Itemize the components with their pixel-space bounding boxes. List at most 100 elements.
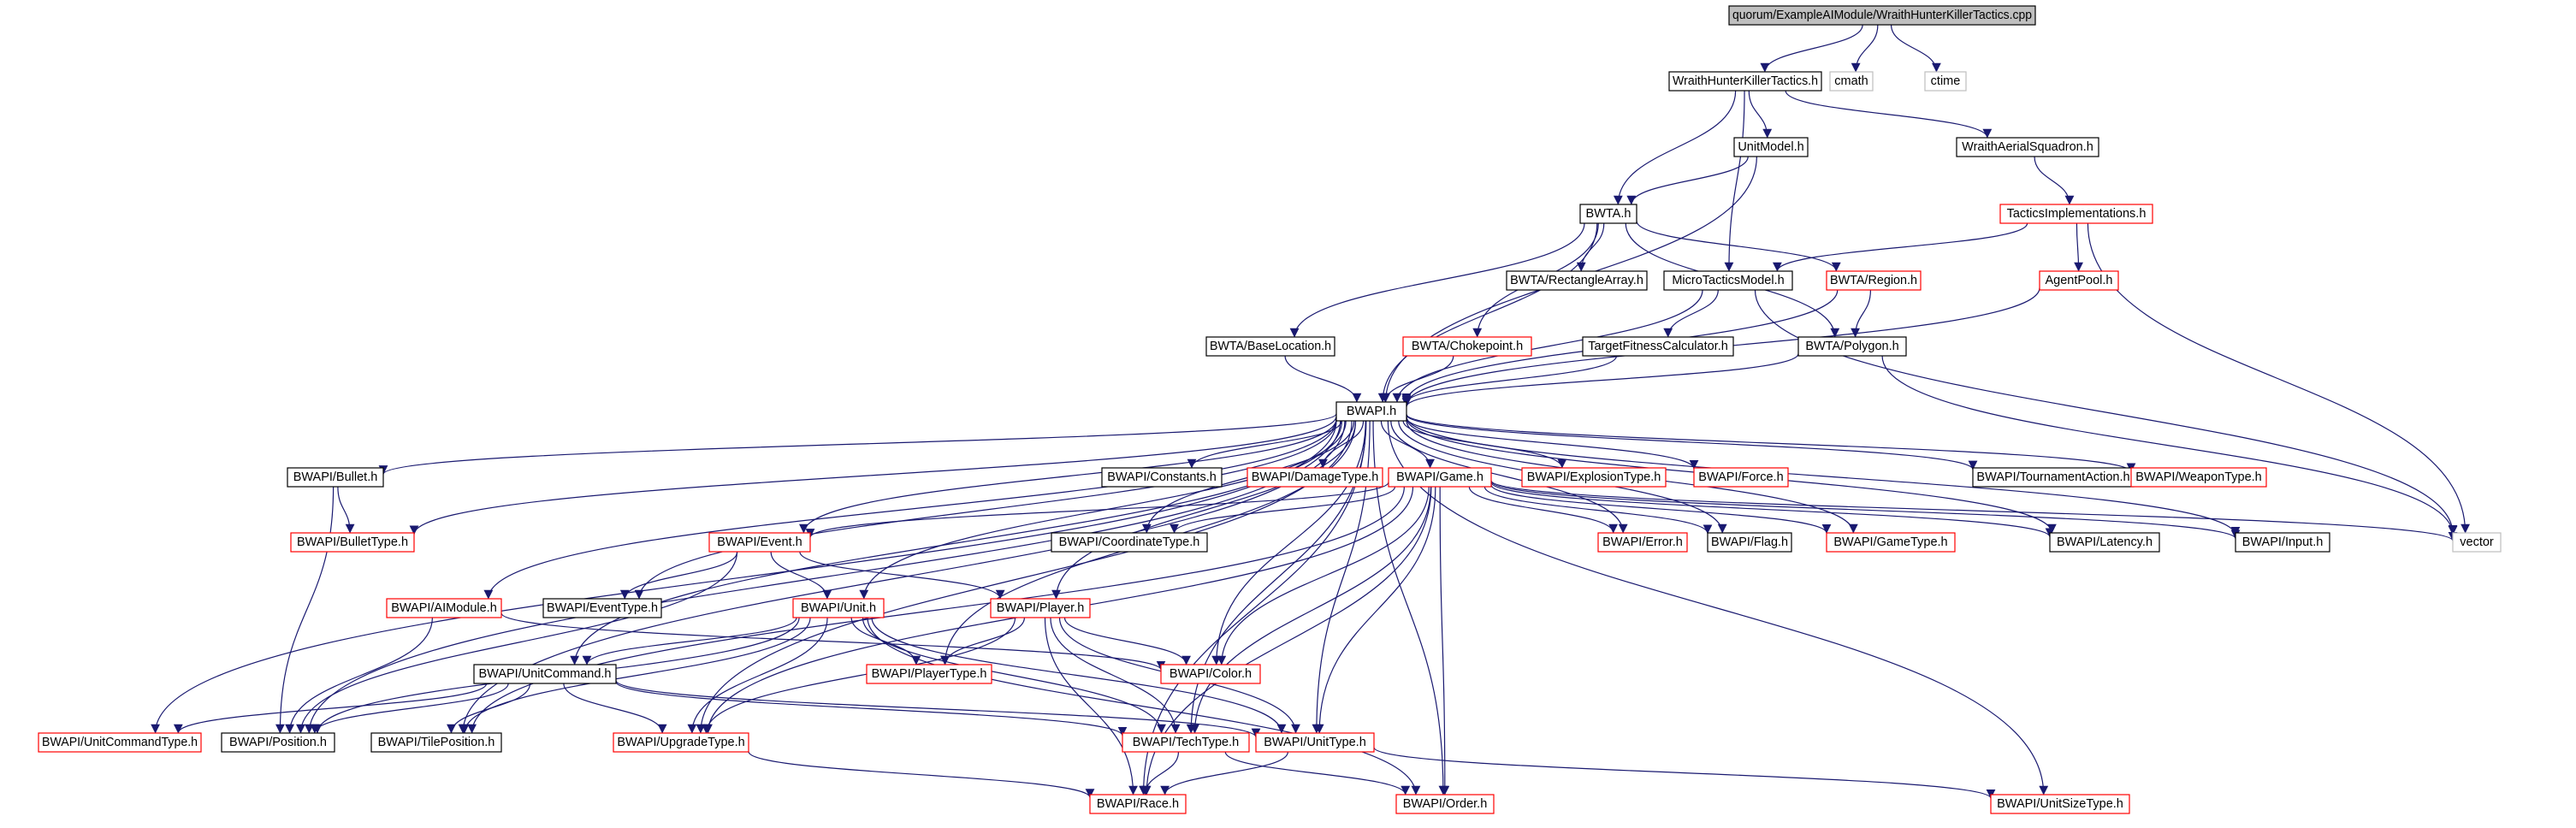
node-input[interactable]: BWAPI/Input.h [2235, 532, 2330, 553]
node-label: BWAPI/CoordinateType.h [1059, 535, 1200, 549]
node-box [287, 467, 384, 488]
node-box [1826, 270, 1922, 291]
node-ctime[interactable]: ctime [1924, 71, 1967, 92]
node-box [1797, 336, 1907, 357]
node-box [221, 732, 335, 753]
node-order[interactable]: BWAPI/Order.h [1395, 794, 1495, 814]
node-unitsize[interactable]: BWAPI/UnitSizeType.h [1990, 794, 2130, 814]
node-microtm[interactable]: MicroTacticsModel.h [1663, 270, 1793, 291]
node-box [290, 532, 415, 553]
node-box [1051, 532, 1208, 553]
edge-bwapi-to-constants [1187, 420, 1342, 469]
node-label: BWAPI/TilePosition.h [378, 736, 495, 749]
node-uct[interactable]: BWAPI/UnitCommandType.h [38, 732, 202, 753]
node-label: BWTA/Polygon.h [1805, 340, 1898, 353]
node-whkt[interactable]: WraithHunterKillerTactics.h [1668, 71, 1822, 92]
node-unitmodel[interactable]: UnitModel.h [1733, 137, 1809, 157]
node-player[interactable]: BWAPI/Player.h [990, 598, 1091, 618]
edge-game-to-coordtype [1170, 486, 1396, 534]
node-box [1956, 137, 2099, 157]
node-label: BWAPI/Race.h [1097, 797, 1179, 811]
node-box [1597, 532, 1688, 553]
edge-game-to-order [1439, 486, 1450, 795]
node-rectarray[interactable]: BWTA/RectangleArray.h [1506, 270, 1648, 291]
node-techtype[interactable]: BWAPI/TechType.h [1122, 732, 1250, 753]
edge-player-to-playertype [940, 617, 1026, 665]
node-box [1506, 270, 1648, 291]
node-box [1999, 204, 2153, 224]
node-explosion[interactable]: BWAPI/ExplosionType.h [1521, 467, 1667, 488]
node-tilepos[interactable]: BWAPI/TilePosition.h [370, 732, 502, 753]
edge-game-to-event [805, 482, 1389, 538]
node-was[interactable]: WraithAerialSquadron.h [1956, 137, 2099, 157]
node-bullettype[interactable]: BWAPI/BulletType.h [290, 532, 415, 553]
node-damagetype[interactable]: BWAPI/DamageType.h [1247, 467, 1383, 488]
node-tfc[interactable]: TargetFitnessCalculator.h [1582, 336, 1734, 357]
node-latency[interactable]: BWAPI/Latency.h [2049, 532, 2160, 553]
node-tactimpl[interactable]: TacticsImplementations.h [1999, 204, 2153, 224]
node-label: BWAPI/UpgradeType.h [617, 736, 744, 749]
edge-microtm-to-vector [1754, 289, 2458, 535]
edge-bwapi-to-error [1390, 420, 1628, 534]
node-coordtype[interactable]: BWAPI/CoordinateType.h [1051, 532, 1208, 553]
node-label: TacticsImplementations.h [2007, 207, 2147, 221]
node-root[interactable]: quorum/ExampleAIModule/WraithHunterKille… [1728, 5, 2036, 26]
node-unit[interactable]: BWAPI/Unit.h [792, 598, 885, 618]
node-baseloc[interactable]: BWTA/BaseLocation.h [1205, 336, 1335, 357]
node-region[interactable]: BWTA/Region.h [1826, 270, 1922, 291]
node-game[interactable]: BWAPI/Game.h [1388, 467, 1492, 488]
node-label: BWAPI/Event.h [717, 535, 802, 549]
node-eventtype[interactable]: BWAPI/EventType.h [542, 598, 662, 618]
edge-upgrade-to-race [748, 751, 1095, 798]
node-label: BWAPI/Constants.h [1107, 470, 1217, 484]
edge-root-to-ctime [1890, 24, 1941, 73]
node-constants[interactable]: BWAPI/Constants.h [1101, 467, 1223, 488]
node-vector[interactable]: vector [2452, 532, 2502, 553]
node-unittype[interactable]: BWAPI/UnitType.h [1255, 732, 1375, 753]
node-label: BWAPI/ExplosionType.h [1527, 470, 1661, 484]
edge-unitcmd-to-unittype [615, 679, 1261, 738]
node-label: BWAPI/Unit.h [801, 601, 876, 615]
node-flag[interactable]: BWAPI/Flag.h [1707, 532, 1792, 553]
node-gametype[interactable]: BWAPI/GameType.h [1826, 532, 1956, 553]
node-playertype[interactable]: BWAPI/PlayerType.h [866, 664, 992, 684]
node-label: BWAPI/Order.h [1403, 797, 1488, 811]
node-aimodule[interactable]: BWAPI/AIModule.h [386, 598, 502, 618]
node-color[interactable]: BWAPI/Color.h [1160, 664, 1261, 684]
node-tournament[interactable]: BWAPI/TournamentAction.h [1972, 467, 2135, 488]
node-box [990, 598, 1091, 618]
node-box [1829, 71, 1874, 92]
edge-bwapi-to-eventtype [634, 420, 1337, 600]
node-error[interactable]: BWAPI/Error.h [1597, 532, 1688, 553]
node-label: BWAPI/GameType.h [1833, 535, 1947, 549]
node-bwta[interactable]: BWTA.h [1579, 204, 1637, 224]
node-upgrade[interactable]: BWAPI/UpgradeType.h [613, 732, 749, 753]
node-label: ctime [1931, 74, 1961, 88]
edge-aimodule-to-color [500, 612, 1166, 671]
node-agentpool[interactable]: AgentPool.h [2039, 270, 2119, 291]
node-force[interactable]: BWAPI/Force.h [1693, 467, 1789, 488]
edge-unitcmd-to-techtype [615, 681, 1128, 736]
node-polygon[interactable]: BWTA/Polygon.h [1797, 336, 1907, 357]
node-race[interactable]: BWAPI/Race.h [1089, 794, 1187, 814]
node-position[interactable]: BWAPI/Position.h [221, 732, 335, 753]
node-weapontype[interactable]: BWAPI/WeaponType.h [2130, 467, 2267, 488]
node-label: BWAPI/UnitType.h [1264, 736, 1366, 749]
node-label: BWAPI/UnitCommandType.h [42, 736, 198, 749]
node-chokepoint[interactable]: BWTA/Chokepoint.h [1402, 336, 1532, 357]
edge-game-to-flag [1483, 486, 1713, 535]
node-event[interactable]: BWAPI/Event.h [708, 532, 811, 553]
node-label: cmath [1834, 74, 1868, 88]
node-label: BWAPI/UnitCommand.h [479, 667, 612, 681]
edge-bwta-to-bwapi [1377, 222, 1598, 403]
node-cmath[interactable]: cmath [1829, 71, 1874, 92]
edge-region-to-polygon [1851, 289, 1872, 338]
node-bwapi[interactable]: BWAPI.h [1335, 401, 1407, 422]
node-label: WraithHunterKillerTactics.h [1673, 74, 1818, 88]
edge-bwapi-to-aimodule [483, 418, 1337, 600]
edge-game-to-tilepos [467, 486, 1405, 734]
node-label: BWAPI/Player.h [997, 601, 1085, 615]
node-box [1521, 467, 1667, 488]
node-bullet[interactable]: BWAPI/Bullet.h [287, 467, 384, 488]
node-unitcmd[interactable]: BWAPI/UnitCommand.h [473, 664, 617, 684]
